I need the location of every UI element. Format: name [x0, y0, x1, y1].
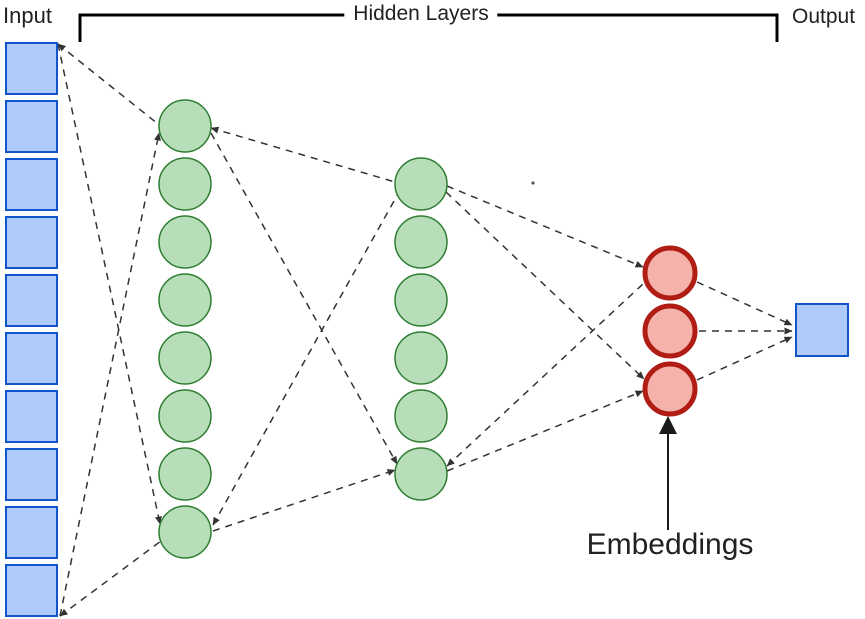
- input-node: [5, 448, 58, 501]
- connector-line: [446, 390, 644, 472]
- input-node: [5, 100, 58, 153]
- connector-line: [445, 191, 645, 380]
- input-node: [5, 332, 58, 385]
- connector-line: [212, 469, 396, 532]
- input-node: [5, 390, 58, 443]
- input-node: [5, 158, 58, 211]
- stray-dot-artifact: [531, 181, 535, 185]
- hidden-layer-2-node: [394, 447, 448, 501]
- connector-line: [57, 43, 162, 525]
- connector-line: [446, 282, 645, 467]
- input-node: [5, 216, 58, 269]
- hidden-layer-2-node: [394, 331, 448, 385]
- hidden-layers-label: Hidden Layers: [344, 1, 498, 27]
- embeddings-pointer-arrow: [659, 416, 677, 530]
- hidden-layer-1-node: [158, 215, 212, 269]
- connector-line: [59, 132, 161, 617]
- input-node: [5, 506, 58, 559]
- hidden-layer-2-node: [394, 157, 448, 211]
- hidden-layer-2-node: [394, 389, 448, 443]
- hidden-layer-1-node: [158, 273, 212, 327]
- connector-line: [212, 191, 400, 526]
- connector-line: [57, 43, 159, 125]
- connector-line: [59, 540, 162, 617]
- embeddings-arrowhead-icon: [659, 416, 677, 434]
- output-label: Output: [792, 5, 856, 28]
- input-label: Input: [3, 3, 52, 28]
- connector-line: [696, 336, 793, 381]
- embedding-node: [642, 361, 698, 417]
- connector-line: [210, 132, 398, 465]
- hidden-layer-2-node: [394, 215, 448, 269]
- network-nodes: [5, 42, 849, 617]
- hidden-layer-1-node: [158, 331, 212, 385]
- embeddings-label: Embeddings: [586, 528, 754, 561]
- input-node: [5, 274, 58, 327]
- hidden-layer-1-node: [158, 505, 212, 559]
- connector-line: [696, 281, 793, 326]
- input-node: [5, 42, 58, 95]
- output-node: [795, 303, 849, 357]
- connector-line: [210, 126, 396, 183]
- hidden-layer-1-node: [158, 99, 212, 153]
- hidden-layer-1-node: [158, 389, 212, 443]
- embedding-node: [642, 303, 698, 359]
- connection-lines: [57, 43, 793, 617]
- hidden-layer-1-node: [158, 157, 212, 211]
- hidden-layer-2-node: [394, 273, 448, 327]
- connector-line: [446, 185, 644, 268]
- embedding-node: [642, 245, 698, 301]
- hidden-layer-1-node: [158, 447, 212, 501]
- input-node: [5, 564, 58, 617]
